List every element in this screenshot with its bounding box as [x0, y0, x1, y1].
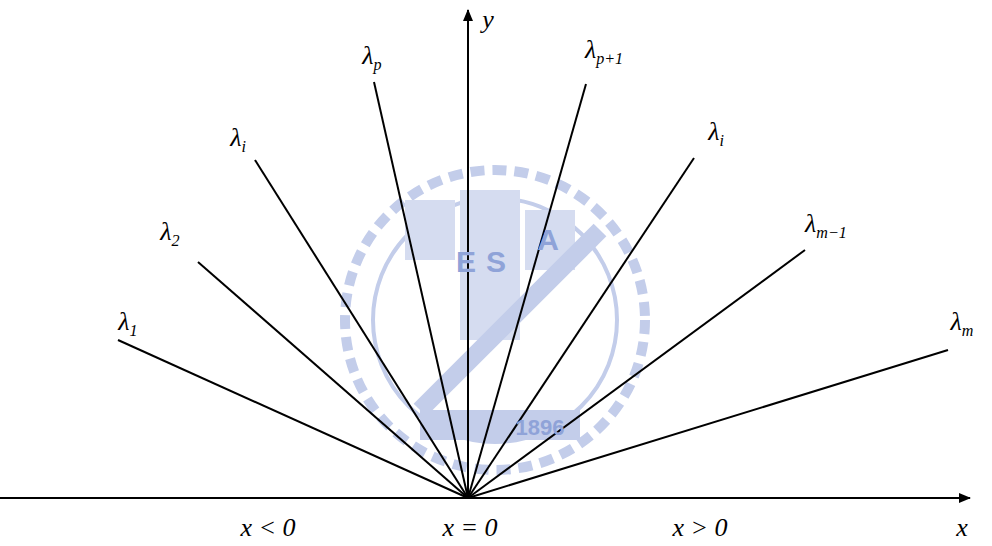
watermark-text: 1896: [516, 417, 565, 439]
watermark-text: A: [537, 225, 559, 255]
characteristic-label: λi: [230, 125, 246, 151]
axis-label: x < 0: [240, 515, 295, 541]
characteristic-label: λm: [951, 309, 974, 335]
axis-label: x > 0: [672, 515, 727, 541]
characteristic-label: λ2: [160, 219, 179, 245]
watermark-text: E: [456, 247, 476, 277]
axes: [0, 10, 970, 498]
axis-label: x: [956, 515, 968, 541]
characteristic-label: λ1: [118, 309, 137, 335]
characteristic-label: λp+1: [585, 37, 623, 63]
characteristic-label: λp: [362, 43, 381, 69]
axis-label: x = 0: [442, 515, 497, 541]
characteristic-label: λi: [708, 119, 724, 145]
watermark-text: S: [486, 247, 506, 277]
axis-label: y: [482, 7, 494, 33]
characteristic-label: λm−1: [805, 211, 847, 237]
watermark-logo: [345, 170, 645, 470]
characteristic-lines: [118, 82, 948, 498]
